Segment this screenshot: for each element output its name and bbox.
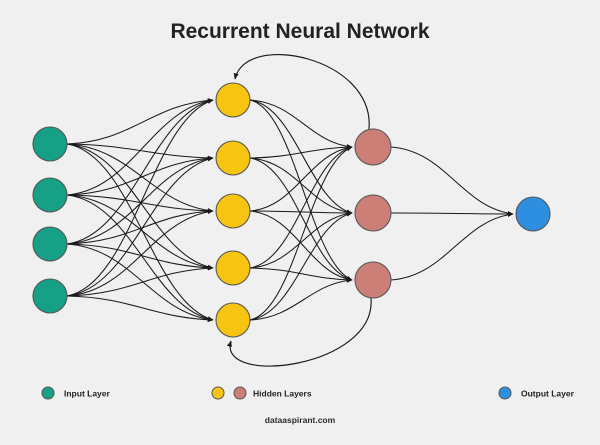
edge-hidden-2-1-to-output-0 (390, 211, 514, 217)
edge-hidden-1-1-to-hidden-2-2 (249, 157, 353, 281)
edge-hidden-1-3-to-hidden-2-1 (249, 211, 353, 269)
edge-input-3-to-hidden-1-2 (66, 209, 214, 297)
node-hidden-2-0[interactable] (354, 128, 392, 166)
node-input-3[interactable] (32, 278, 68, 314)
node-hidden-1-4[interactable] (215, 302, 251, 338)
edge-hidden-1-1-to-hidden-2-0 (249, 144, 353, 159)
legend-dot-2-0 (498, 386, 512, 400)
edge-hidden-1-1-to-hidden-2-1 (249, 157, 353, 215)
legend-label-0: Input Layer (64, 389, 111, 399)
edge-hidden-1-3-to-hidden-2-2 (249, 267, 353, 283)
legend-dot-0-0 (41, 386, 55, 400)
edge-hidden-1-2-to-hidden-2-0 (249, 145, 353, 212)
node-output-0[interactable] (515, 196, 551, 232)
legend: Input Layer Hidden Layers Output Layer (41, 386, 575, 400)
node-hidden-1-2[interactable] (215, 193, 251, 229)
footer-attribution: dataaspirant.com (265, 415, 336, 425)
edge-group-input-to-hidden1 (66, 98, 214, 323)
node-input-2[interactable] (32, 226, 68, 262)
edge-hidden-1-2-to-hidden-2-1 (249, 210, 353, 216)
legend-label-1: Hidden Layers (253, 389, 312, 399)
edge-hidden-1-0-to-hidden-2-0 (249, 99, 353, 149)
legend-label-2: Output Layer (521, 389, 575, 399)
node-hidden-1-3[interactable] (215, 250, 251, 286)
edge-input-0-to-hidden-1-3 (66, 143, 214, 270)
legend-dot-1-0 (211, 386, 225, 400)
edge-input-1-to-hidden-1-1 (66, 156, 214, 196)
node-hidden-2-2[interactable] (354, 261, 392, 299)
edge-input-3-to-hidden-1-0 (66, 99, 214, 297)
edge-input-2-to-hidden-1-1 (66, 156, 214, 245)
edge-hidden-1-4-to-hidden-2-0 (249, 146, 353, 321)
edge-input-3-to-hidden-1-3 (66, 265, 214, 297)
edge-group-recurrent (226, 54, 372, 367)
edge-hidden-2-2-to-output-0 (390, 212, 514, 281)
edge-input-2-to-hidden-1-3 (66, 243, 214, 271)
edge-hidden-1-4-to-hidden-2-1 (249, 212, 353, 321)
edge-hidden-2-0-to-output-0 (390, 146, 514, 216)
node-input-1[interactable] (32, 177, 68, 213)
edge-input-3-to-hidden-1-4 (66, 295, 214, 323)
edge-input-3-to-hidden-1-1 (66, 156, 214, 297)
legend-dot-1-1 (233, 386, 247, 400)
edge-group-hidden2-to-output (390, 146, 514, 281)
node-hidden-1-1[interactable] (215, 140, 251, 176)
edge-hidden-1-0-to-hidden-2-1 (249, 99, 353, 214)
edge-hidden-1-3-to-hidden-2-0 (249, 146, 353, 269)
edge-input-2-to-hidden-1-2 (66, 208, 214, 245)
edge-hidden-1-4-to-hidden-2-2 (249, 278, 353, 321)
page-title: Recurrent Neural Network (170, 20, 429, 43)
edge-input-0-to-hidden-1-1 (66, 143, 214, 161)
edge-input-0-to-hidden-1-0 (66, 98, 214, 145)
node-group (32, 82, 551, 338)
edge-input-2-to-hidden-1-0 (66, 98, 214, 245)
edge-input-2-to-hidden-1-4 (66, 243, 214, 322)
node-hidden-1-0[interactable] (215, 82, 251, 118)
node-hidden-2-1[interactable] (354, 194, 392, 232)
edge-hidden-1-2-to-hidden-2-2 (249, 210, 353, 282)
edge-input-1-to-hidden-1-3 (66, 194, 214, 270)
recurrent-edge-top (233, 54, 370, 130)
edge-hidden-1-0-to-hidden-2-2 (249, 99, 353, 281)
edge-group-hidden1-to-hidden2 (249, 99, 353, 321)
recurrent-edge-bottom (226, 297, 372, 367)
edge-input-1-to-hidden-1-0 (66, 98, 214, 196)
node-input-0[interactable] (32, 126, 68, 162)
